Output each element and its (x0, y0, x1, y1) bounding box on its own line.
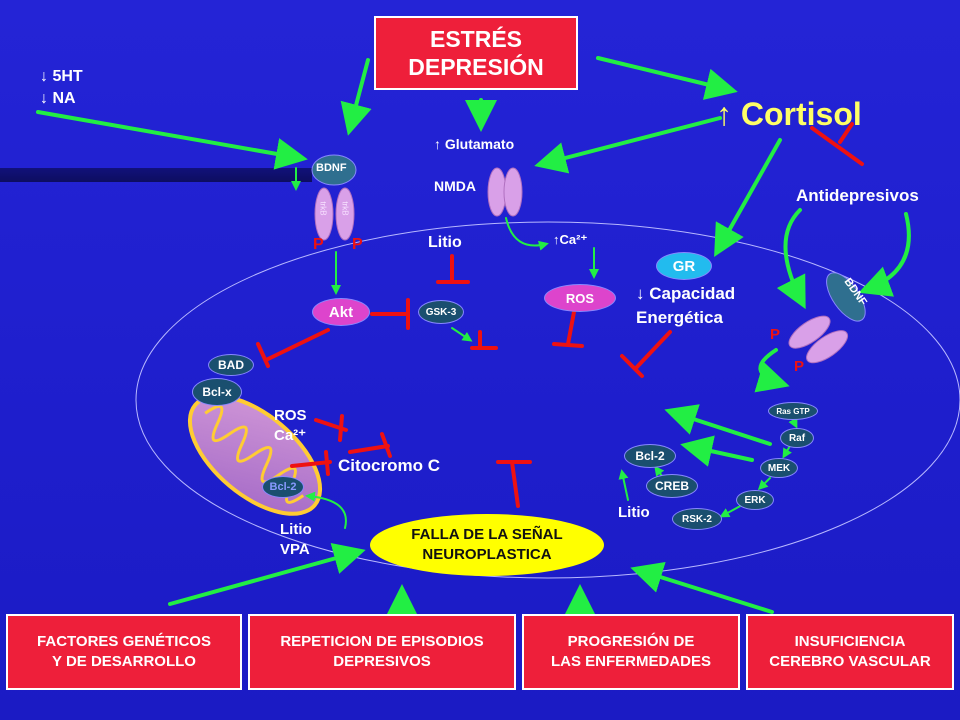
p-left-1: P (313, 236, 324, 253)
title-box: ESTRÉS DEPRESIÓN (374, 16, 578, 90)
trkb-left-label-2: trkB (340, 201, 350, 216)
inhibit-akt-bad (256, 328, 330, 368)
arrow-cortisol-gr (714, 138, 782, 257)
litio-creb-label: Litio (618, 504, 650, 521)
inhibit-ros (552, 310, 584, 348)
noradrenaline-label: ↓ NA (40, 90, 76, 107)
bcl2-node: Bcl-2 (624, 444, 676, 468)
bdnf-left-label: BDNF (316, 162, 347, 174)
arrow-antidep-left (776, 208, 806, 310)
litio-gsk-label: Litio (428, 234, 462, 251)
inhibit-litio-gsk (436, 254, 470, 284)
box-factores-line-2: Y DE DESARROLLO (52, 653, 196, 670)
p-left-2: P (352, 236, 363, 253)
ros-node: ROS (544, 284, 616, 312)
arrow-cortisol-nmda (534, 116, 722, 174)
creb-node: CREB (646, 474, 698, 498)
box-factores-geneticos: FACTORES GENÉTICOS Y DE DESARROLLO (6, 614, 242, 690)
inhibit-akt-gsk (370, 298, 410, 330)
box-progresion-line-1: PROGRESIÓN DE (567, 633, 695, 650)
arrow-antidep-right (858, 212, 911, 297)
cell-outline (135, 221, 960, 579)
ca-up-label: ↑Ca²⁺ (553, 232, 588, 247)
inhibit-capacidad (620, 330, 672, 378)
cortisol-label: ↑ Cortisol (716, 96, 862, 132)
capacidad-line-2: Energética (636, 308, 723, 327)
trkb-left-label-1: trkB (318, 201, 328, 216)
arrow-mek-bcl2 (680, 435, 754, 467)
box-insuficiencia-line-2: CEREBRO VASCULAR (769, 653, 931, 670)
arrow-p-curve (754, 348, 790, 393)
gr-node: GR (656, 252, 712, 280)
inhibit-ros-ca-2 (348, 432, 392, 458)
bad-node: BAD (208, 354, 254, 376)
serotonin-label: ↓ 5HT (40, 68, 83, 85)
inhibit-gsk-down (470, 330, 498, 350)
ros-ca-line-1: ROS (274, 407, 307, 424)
box-progresion-enfermedades: PROGRESIÓN DE LAS ENFERMEDADES (522, 614, 740, 690)
inhibit-ros-ca-1 (314, 414, 348, 442)
gsk3-node: GSK-3 (418, 300, 464, 324)
trkb-receptor-right (788, 272, 866, 364)
box-insuficiencia-vascular: INSUFICIENCIA CEREBRO VASCULAR (746, 614, 954, 690)
p-right-2: P (794, 358, 805, 375)
falla-neuroplastica: FALLA DE LA SEÑAL NEUROPLASTICA (370, 514, 604, 576)
arrow-estres-cortisol (596, 56, 738, 100)
falla-line-1: FALLA DE LA SEÑAL (411, 526, 563, 543)
box-insuficiencia-line-1: INSUFICIENCIA (794, 633, 906, 650)
raf-node: Raf (780, 428, 814, 448)
glutamato-label: ↑ Glutamato (434, 136, 515, 152)
nmda-label: NMDA (434, 178, 476, 194)
inhibit-cortisol-antidep (810, 122, 864, 166)
neurotransmitter-list: ↓ 5HT ↓ NA (40, 66, 83, 110)
akt-node: Akt (312, 298, 370, 326)
litio-vpa-line-2: VPA (280, 541, 310, 558)
inhibit-citocromo (290, 450, 332, 476)
title-line-2: DEPRESIÓN (408, 54, 544, 80)
arrow-litio-bcl2 (305, 491, 347, 529)
box-factores-line-1: FACTORES GENÉTICOS (37, 633, 211, 650)
box-repeticion-episodios: REPETICION DE EPISODIOS DEPRESIVOS (248, 614, 516, 690)
box-repeticion-line-1: REPETICION DE EPISODIOS (280, 633, 484, 650)
dark-band (0, 168, 312, 182)
falla-line-2: NEUROPLASTICA (422, 546, 552, 563)
antidepresivos-label: Antidepresivos (796, 186, 919, 205)
rsk2-node: RSK-2 (672, 508, 722, 530)
arrow-estres-bdnf (340, 58, 372, 136)
arrow-5ht-bdnf (36, 110, 308, 170)
mek-node: MEK (760, 458, 798, 478)
ras-gtp-node: Ras GTP (768, 402, 818, 420)
p-right-1: P (770, 326, 781, 343)
bclx-node: Bcl-x (192, 378, 242, 406)
ros-ca-line-2: Ca²⁺ (274, 427, 307, 444)
title-line-1: ESTRÉS (429, 26, 523, 52)
ros-ca-label: ROS Ca²⁺ (274, 406, 307, 446)
citocromo-label: Citocromo C (338, 456, 440, 475)
box-progresion-line-2: LAS ENFERMEDADES (550, 653, 711, 670)
arrow-raf-mek (782, 445, 792, 459)
capacidad-line-1: ↓ Capacidad (636, 284, 736, 303)
litio-vpa-line-1: Litio (280, 521, 312, 538)
arrow-nmda-ca (505, 217, 549, 251)
arrow-mek-erk (757, 477, 771, 491)
arrow-gsk-down (451, 327, 473, 342)
arrow-ras-bcl2 (664, 404, 772, 446)
nmda-receptor (487, 167, 523, 217)
bcl2-mito-node: Bcl-2 (262, 476, 304, 498)
arrow-insuficiencia-falla (630, 561, 774, 614)
trkb-receptor-left (311, 154, 357, 241)
litio-vpa-label: Litio VPA (280, 520, 312, 560)
arrow-litio-up (618, 469, 629, 501)
box-repeticion-line-2: DEPRESIVOS (333, 653, 431, 670)
erk-node: ERK (736, 490, 774, 510)
inhibit-falla (496, 460, 532, 508)
capacidad-label: ↓ Capacidad Energética (636, 282, 735, 330)
arrow-factores-falla (168, 542, 366, 606)
